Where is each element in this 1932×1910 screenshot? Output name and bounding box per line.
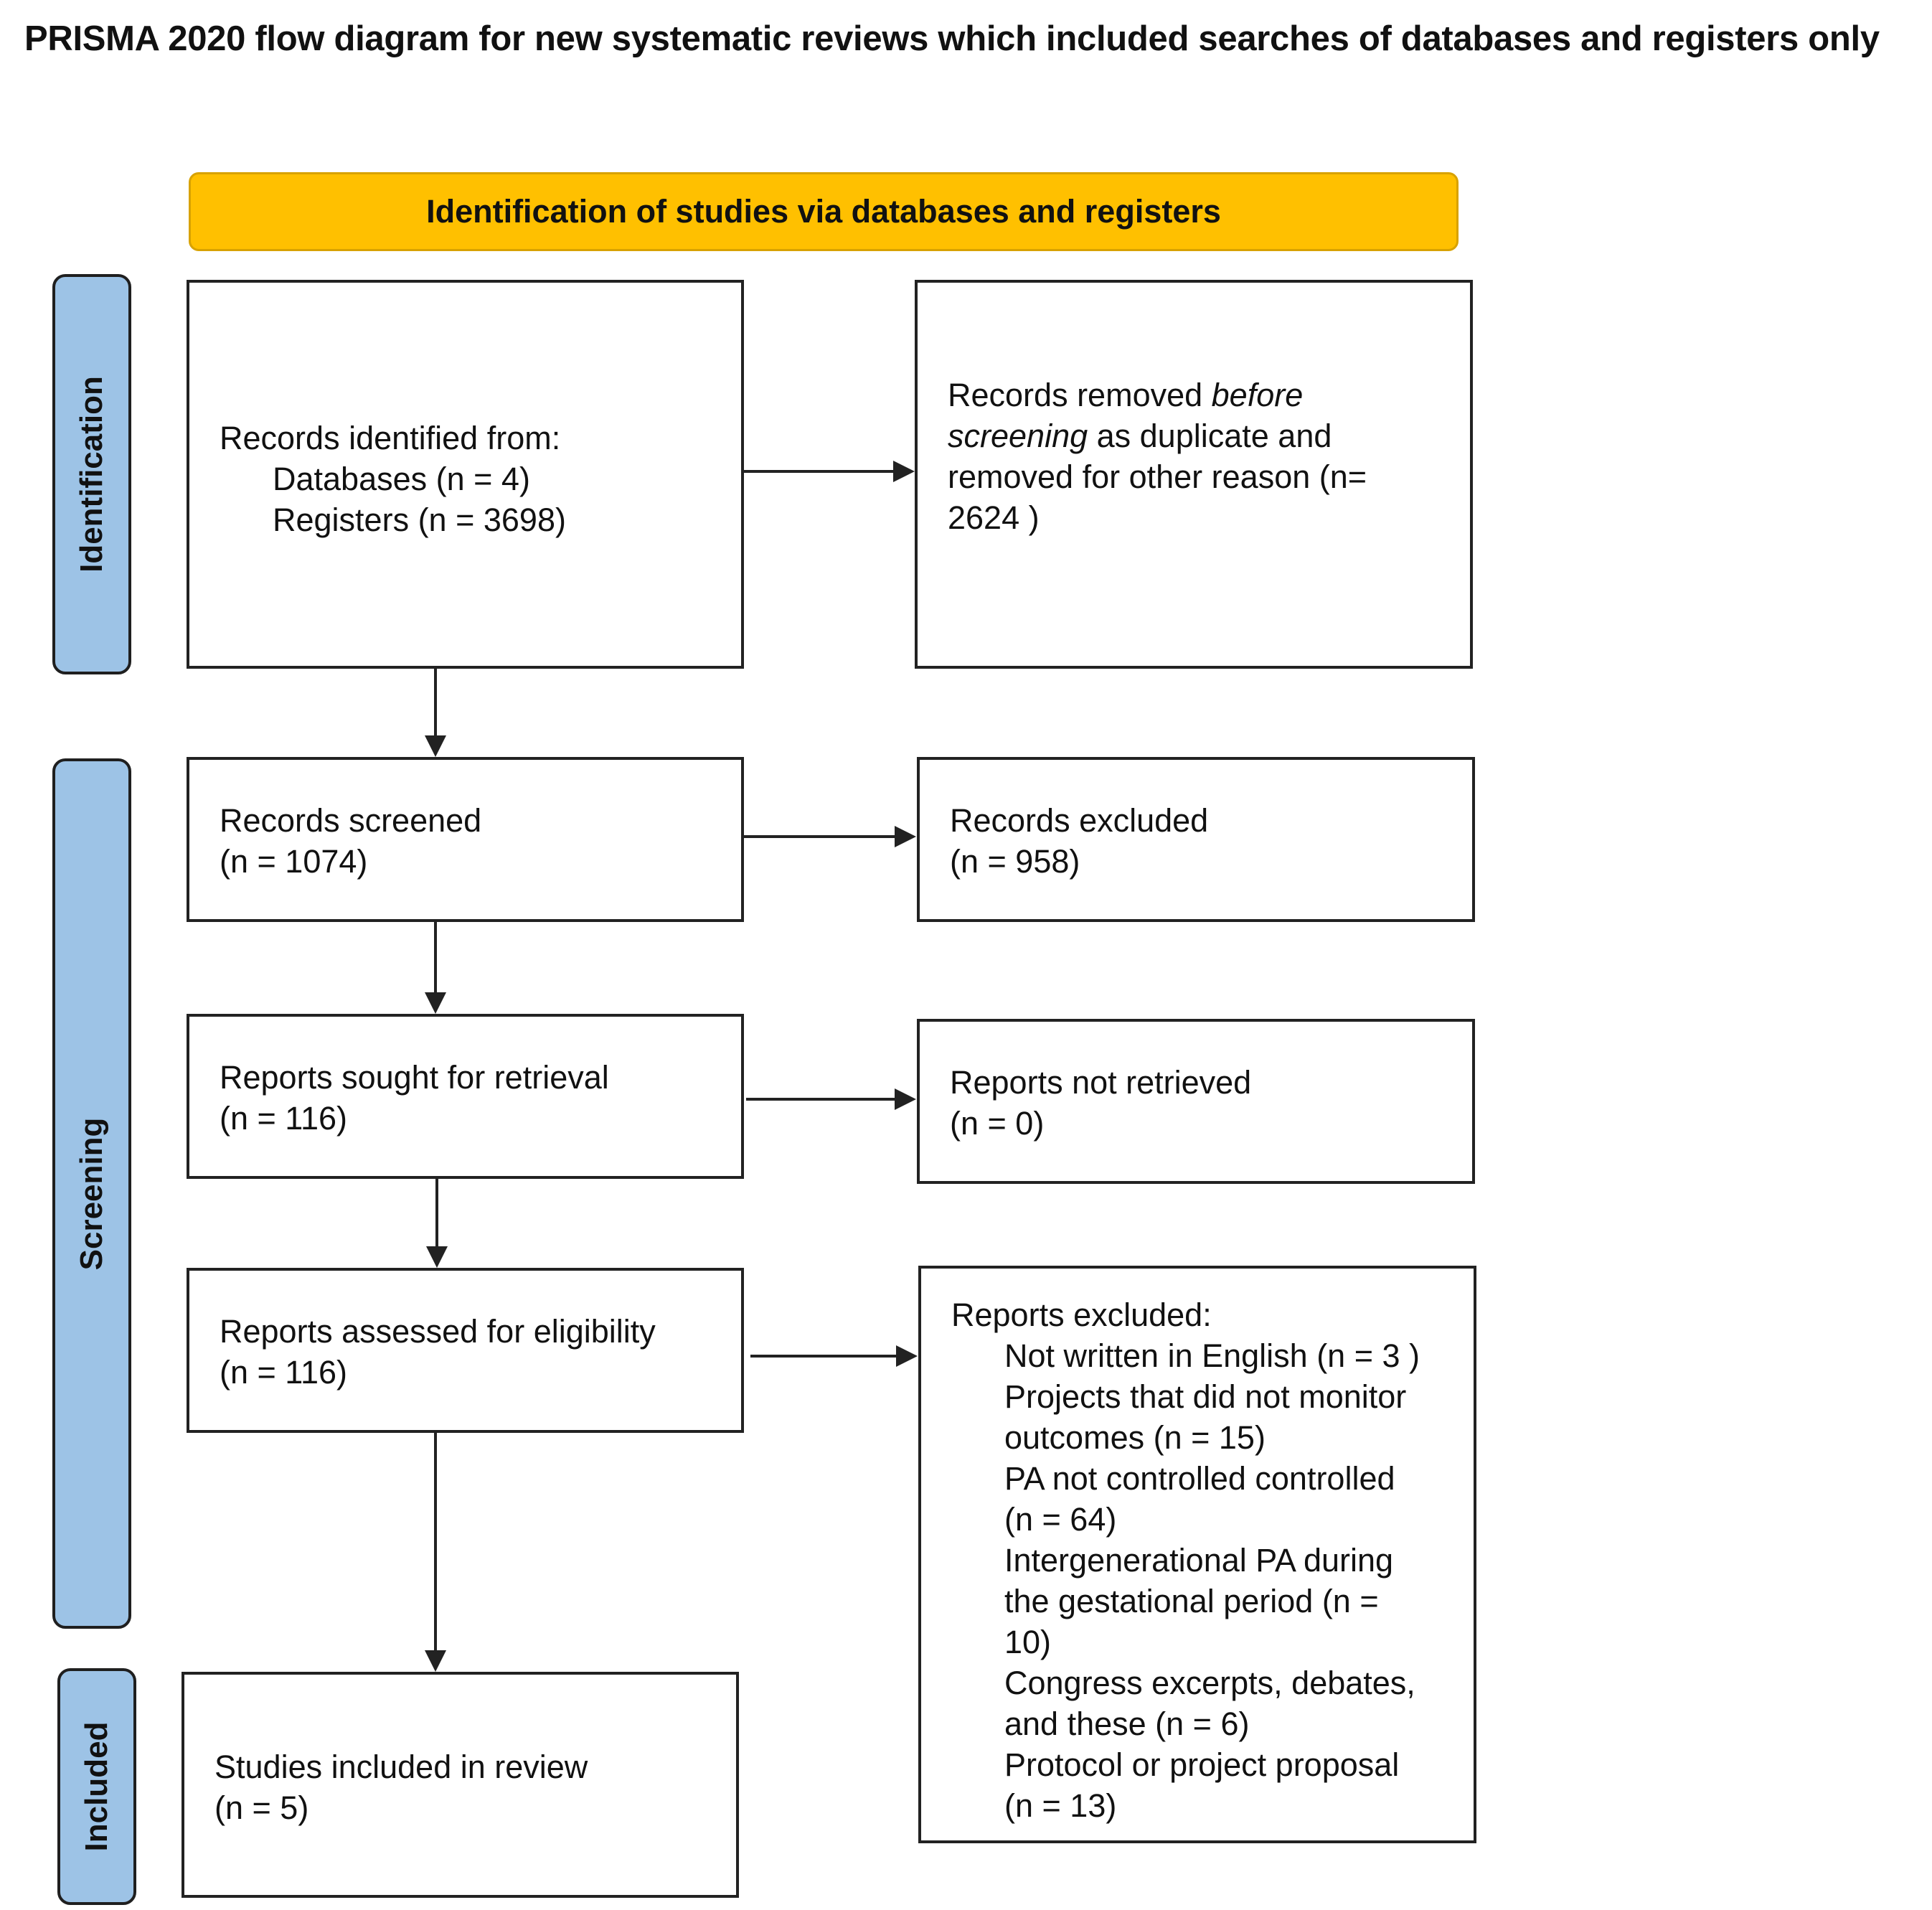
arrowhead	[426, 1246, 448, 1268]
exclusion-reason-line: outcomes (n = 15)	[1004, 1419, 1266, 1456]
reports-assessed-count: (n = 116)	[220, 1354, 348, 1391]
arrowhead	[895, 826, 916, 847]
records-removed-line-1: Records removed before	[948, 377, 1304, 413]
records-removed-line-4: 2624 )	[948, 499, 1040, 536]
exclusion-reason-line: Projects that did not monitor	[1004, 1378, 1407, 1415]
records-identified-heading: Records identified from:	[220, 420, 561, 456]
records-identified-registers: Registers (n = 3698)	[273, 502, 566, 538]
arrowhead	[893, 461, 915, 482]
records-screened-box: Records screened (n = 1074)	[187, 757, 744, 922]
records-removed-line-2: screening as duplicate and	[948, 418, 1332, 454]
phase-included: Included	[57, 1668, 136, 1905]
studies-included-label: Studies included in review	[215, 1749, 588, 1785]
records-excluded-box: Records excluded (n = 958)	[917, 757, 1475, 922]
exclusion-reason-line: 10)	[1004, 1624, 1052, 1660]
reports-not-retrieved-label: Reports not retrieved	[950, 1064, 1252, 1101]
reports-assessed-label: Reports assessed for eligibility	[220, 1313, 656, 1350]
exclusion-reason-line: (n = 64)	[1004, 1501, 1117, 1538]
records-identified-databases: Databases (n = 4)	[273, 461, 530, 497]
exclusion-reason-line: PA not controlled controlled	[1004, 1460, 1395, 1497]
records-identified-box: Records identified from: Databases (n = …	[187, 280, 744, 669]
reports-excluded-box: Reports excluded: Not written in English…	[918, 1266, 1476, 1843]
reports-sought-count: (n = 116)	[220, 1100, 348, 1137]
arrowhead	[425, 1650, 446, 1672]
phase-identification: Identification	[52, 274, 131, 674]
reports-assessed-box: Reports assessed for eligibility (n = 11…	[187, 1268, 744, 1433]
arrowhead	[896, 1345, 918, 1367]
arrowhead	[425, 735, 446, 757]
diagram-title: PRISMA 2020 flow diagram for new systema…	[24, 19, 1880, 58]
exclusion-reason-line: (n = 13)	[1004, 1787, 1117, 1824]
exclusion-reason-line: Not written in English (n = 3 )	[1004, 1337, 1420, 1374]
exclusion-reason-line: Intergenerational PA during	[1004, 1542, 1394, 1579]
arrowhead	[895, 1088, 916, 1110]
identification-banner: Identification of studies via databases …	[189, 172, 1459, 251]
studies-included-count: (n = 5)	[215, 1789, 309, 1826]
reports-excluded-heading: Reports excluded:	[951, 1297, 1212, 1333]
reports-sought-label: Reports sought for retrieval	[220, 1059, 609, 1096]
studies-included-box: Studies included in review (n = 5)	[182, 1672, 739, 1898]
records-excluded-count: (n = 958)	[950, 843, 1080, 880]
reports-sought-box: Reports sought for retrieval (n = 116)	[187, 1014, 744, 1179]
records-excluded-label: Records excluded	[950, 802, 1209, 839]
exclusion-reason-line: the gestational period (n =	[1004, 1583, 1379, 1619]
phase-screening: Screening	[52, 758, 131, 1629]
banner-label: Identification of studies via databases …	[426, 193, 1221, 230]
records-screened-label: Records screened	[220, 802, 482, 839]
exclusion-reason-line: Congress excerpts, debates,	[1004, 1665, 1415, 1701]
records-removed-box: Records removed before screening as dupl…	[915, 280, 1473, 669]
arrowhead	[425, 992, 446, 1014]
exclusion-reason-line: and these (n = 6)	[1004, 1706, 1250, 1742]
reports-not-retrieved-box: Reports not retrieved (n = 0)	[917, 1019, 1475, 1184]
records-screened-count: (n = 1074)	[220, 843, 368, 880]
exclusion-reason-line: Protocol or project proposal	[1004, 1746, 1400, 1783]
records-removed-line-3: removed for other reason (n=	[948, 458, 1367, 495]
reports-not-retrieved-count: (n = 0)	[950, 1105, 1045, 1142]
